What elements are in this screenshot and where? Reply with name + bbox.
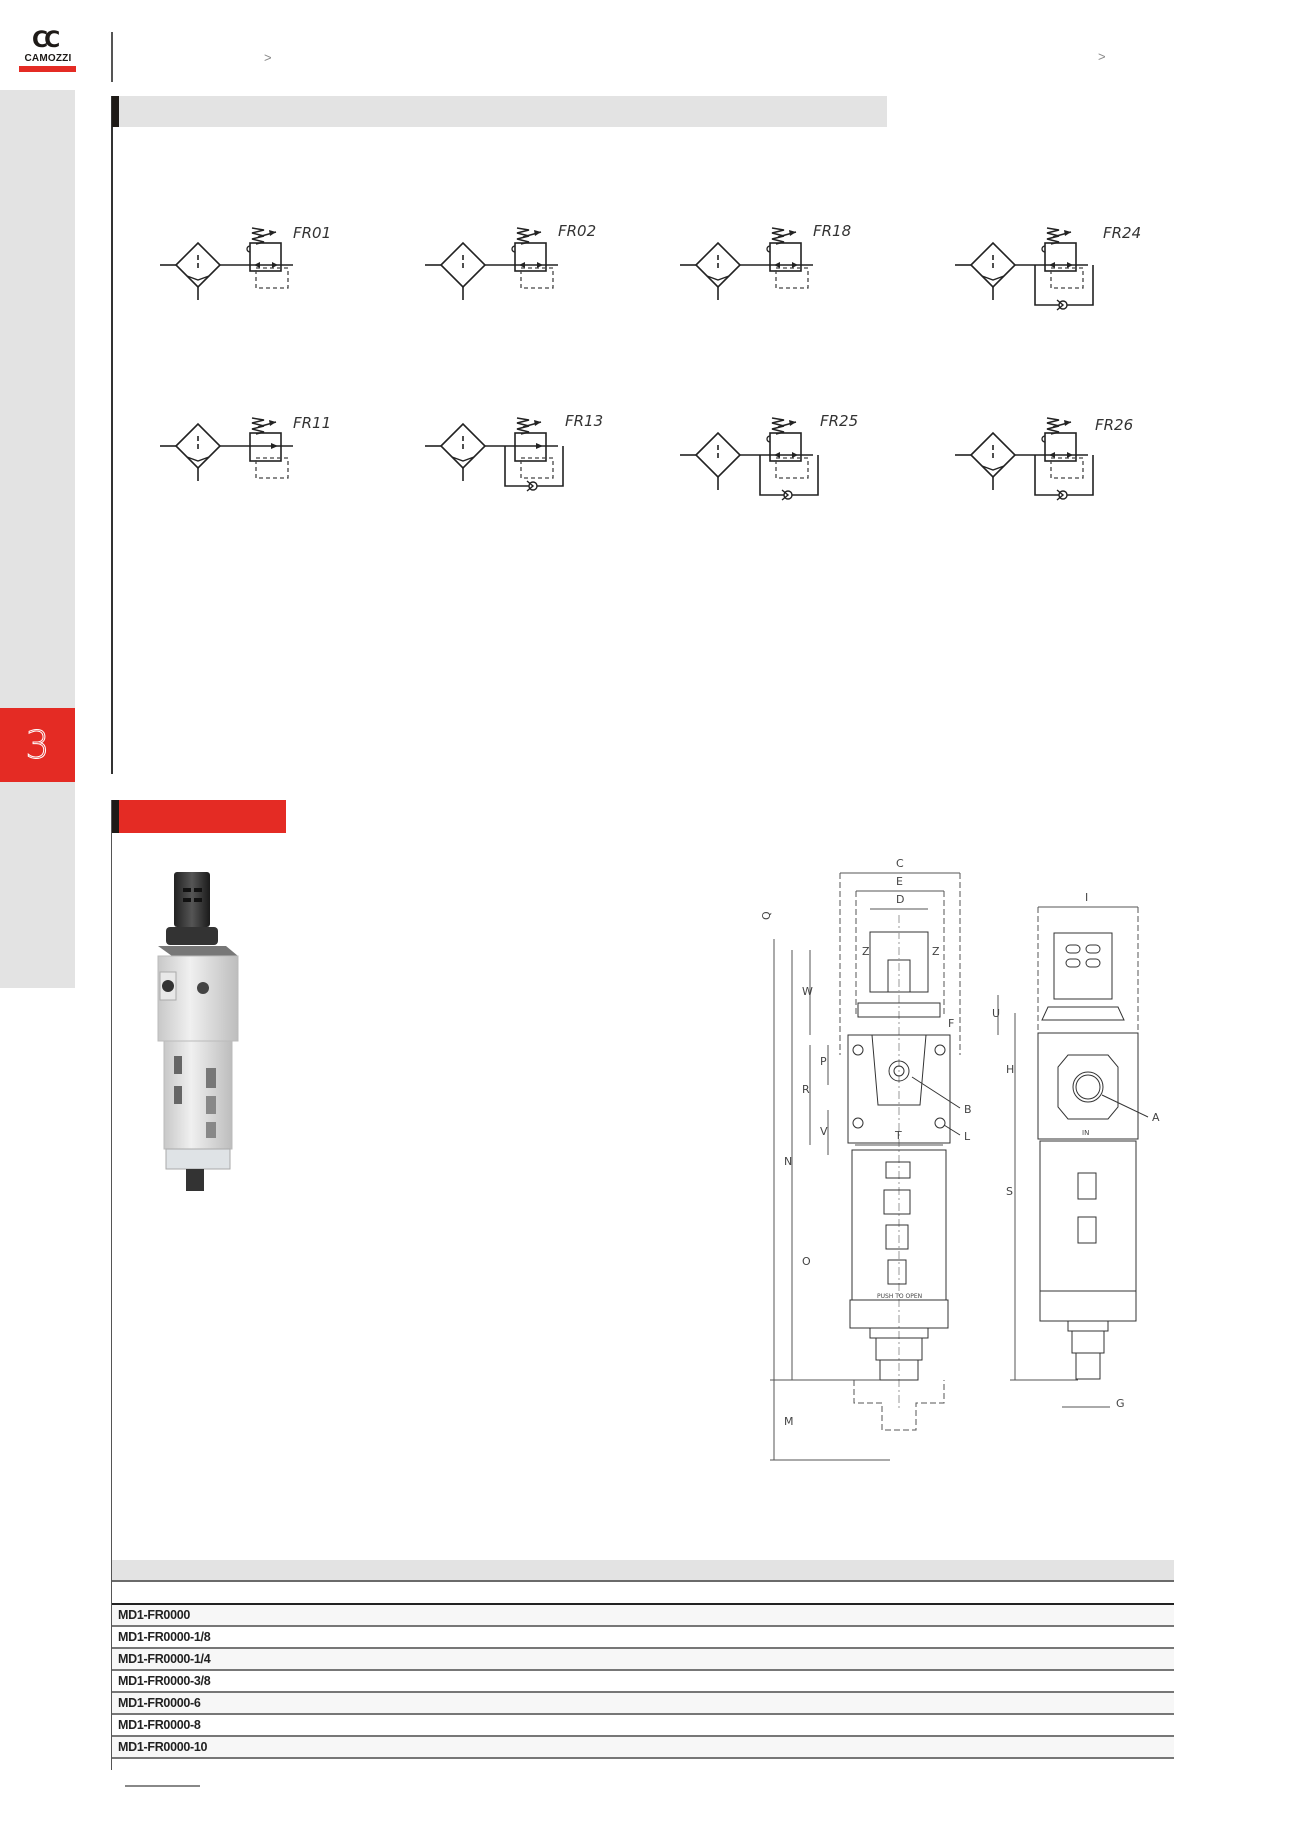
symbol-fr25: FR25 (670, 400, 900, 510)
svg-text:C: C (896, 857, 904, 870)
table-header (112, 1560, 1174, 1582)
svg-text:Q: Q (760, 911, 773, 920)
svg-text:V: V (820, 1125, 828, 1138)
symbol-fr02: FR02 (415, 210, 645, 320)
symbol-label: FR01 (293, 224, 331, 242)
breadcrumb-separator-1: > (264, 50, 272, 65)
sidebar-band-lower (0, 782, 75, 988)
logo-red-bar (19, 66, 76, 72)
svg-text:U: U (992, 1007, 1000, 1020)
svg-text:R: R (802, 1083, 810, 1096)
svg-text:N: N (784, 1155, 792, 1168)
svg-text:D: D (896, 893, 904, 906)
table-row: MD1-FR0000-1/4 (112, 1649, 1174, 1671)
svg-text:S: S (1006, 1185, 1013, 1198)
model-table: MD1-FR0000 MD1-FR0000-1/8 MD1-FR0000-1/4… (112, 1560, 1174, 1759)
symbol-fr13: FR13 (415, 400, 645, 510)
svg-text:P: P (820, 1055, 827, 1068)
table-row: MD1-FR0000-3/8 (112, 1671, 1174, 1693)
symbol-label: FR13 (565, 412, 603, 430)
svg-text:F: F (948, 1017, 954, 1030)
symbol-label: FR24 (1103, 224, 1141, 242)
symbol-fr18: FR18 (670, 210, 900, 320)
table-row: MD1-FR0000 (112, 1605, 1174, 1627)
symbol-label: FR25 (820, 412, 858, 430)
dimensions-section-header (112, 800, 286, 833)
side-view: I A IN U H S G (992, 891, 1160, 1410)
symbol-fr11: FR11 (150, 400, 380, 510)
front-view: C E D Z Z F T B L (760, 857, 972, 1461)
camozzi-logo: CC CAMOZZI (18, 30, 78, 74)
svg-text:H: H (1006, 1063, 1014, 1076)
symbol-fr01: FR01 (150, 210, 380, 320)
symbol-label: FR11 (293, 414, 331, 432)
table-row: MD1-FR0000-6 (112, 1693, 1174, 1715)
table-row: MD1-FR0000-8 (112, 1715, 1174, 1737)
section-rule-dimensions (111, 800, 112, 1770)
dimension-drawing: C E D Z Z F T B L (760, 855, 1180, 1465)
breadcrumb-separator-2: > (1098, 49, 1106, 64)
logo-text: CAMOZZI (24, 53, 72, 64)
symbol-fr26: FR26 (945, 400, 1175, 510)
svg-text:B: B (964, 1103, 972, 1116)
table-row: MD1-FR0000-10 (112, 1737, 1174, 1759)
chapter-tab[interactable]: 3 (0, 708, 75, 782)
svg-text:T: T (894, 1129, 902, 1142)
symbol-label: FR02 (558, 222, 596, 240)
svg-text:O: O (802, 1255, 811, 1268)
symbol-fr24: FR24 (945, 210, 1175, 320)
svg-text:I: I (1085, 891, 1088, 904)
footer-rule (125, 1785, 200, 1787)
table-subheader (112, 1582, 1174, 1605)
symbols-section-header (112, 96, 887, 127)
product-photo (148, 868, 248, 1198)
svg-text:L: L (964, 1130, 971, 1143)
section-rule-symbols (111, 96, 113, 774)
svg-text:A: A (1152, 1111, 1160, 1124)
logo-mark-icon: CC (32, 28, 60, 53)
svg-text:M: M (784, 1415, 794, 1428)
svg-text:W: W (802, 985, 813, 998)
header-divider (111, 32, 113, 82)
sidebar-band (0, 90, 75, 708)
svg-text:E: E (896, 875, 903, 888)
chapter-number: 3 (25, 723, 50, 768)
table-row: MD1-FR0000-1/8 (112, 1627, 1174, 1649)
svg-text:Z: Z (862, 945, 870, 958)
svg-text:IN: IN (1082, 1129, 1089, 1137)
svg-text:G: G (1116, 1397, 1125, 1410)
symbol-label: FR18 (813, 222, 851, 240)
symbol-label: FR26 (1095, 416, 1133, 434)
svg-text:PUSH TO OPEN: PUSH TO OPEN (877, 1293, 922, 1300)
svg-text:Z: Z (932, 945, 940, 958)
